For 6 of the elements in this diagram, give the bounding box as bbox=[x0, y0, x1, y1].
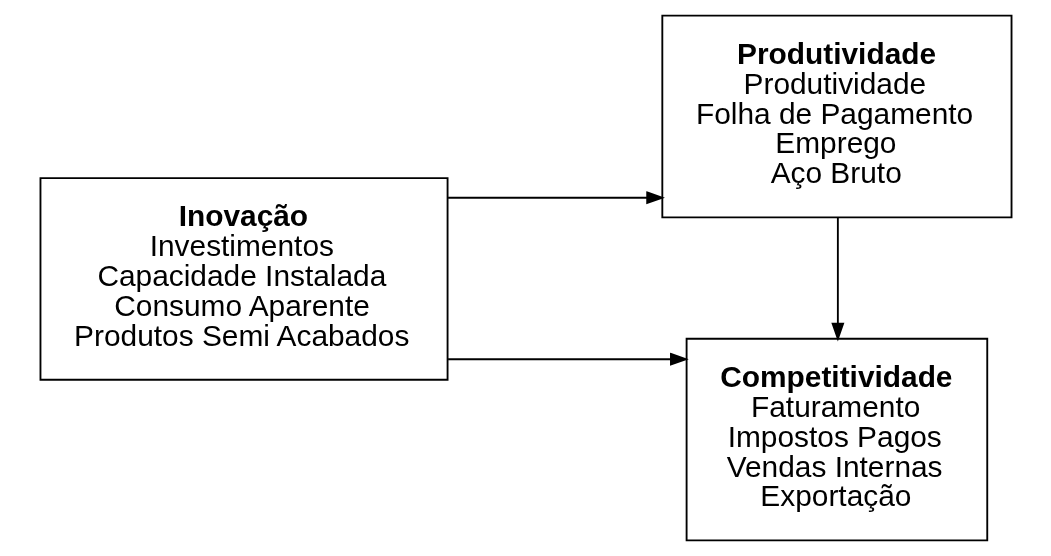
node-box: Competitividade Faturamento Impostos Pagos Vendas Internas Exportação bbox=[685, 337, 988, 542]
node-box: Produtividade Produtividade Folha de Pagamento Emprego Aço Bruto bbox=[660, 14, 1012, 219]
arrow bbox=[446, 352, 689, 366]
arrow bbox=[446, 191, 665, 205]
arrow bbox=[830, 216, 844, 342]
node-box: Inovação Investimentos Capacidade Instalada Consumo Aparente Produtos Semi Acabados bbox=[39, 177, 448, 381]
